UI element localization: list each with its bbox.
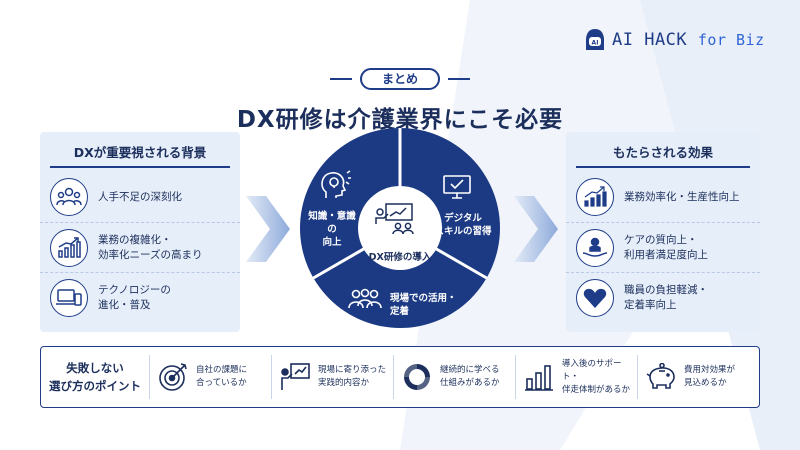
devices-icon [50, 278, 88, 317]
badge-line-right [448, 78, 470, 80]
point-item: 導入後のサポート・ 伴走体制があるか [515, 355, 637, 399]
effects-panel: もたらされる効果 業務効率化・生産性向上 ケアの質向上・ 利用者満足度向上 [566, 132, 760, 332]
logo-text: AI HACK for Biz [612, 30, 765, 50]
dx-cycle-wheel: 知識・意識の 向上 デジタル スキルの習得 現場での活用・ 定着 DX研修の導入 [300, 128, 500, 328]
item-label: 業務効率化・生産性向上 [624, 190, 740, 203]
target-icon [156, 360, 190, 394]
summary-badge: まとめ [360, 68, 440, 90]
point-item: 自社の課題に 合っているか [149, 355, 271, 399]
cycle-icon [400, 360, 434, 394]
piggy-bank-icon [644, 360, 678, 394]
team-icon [348, 288, 382, 309]
list-item: 業務の複雑化・ 効率化ニーズの高まり [40, 222, 240, 272]
list-item: 職員の負担軽減・ 定着率向上 [566, 272, 760, 322]
segment-practice-label: 現場での活用・ 定着 [390, 293, 457, 317]
point-item: 現場に寄り添った 実践的内容か [271, 355, 393, 399]
item-label: 職員の負担軽減・ 定着率向上 [624, 283, 708, 311]
point-item: 費用対効果が 見込めるか [637, 355, 759, 399]
segment-skill-label: デジタル スキルの習得 [434, 213, 492, 237]
arrow-right-icon [514, 196, 558, 262]
heart-icon [576, 278, 614, 317]
selection-points-bar: 失敗しない 選び方のポイント 自社の課題に 合っているか 現場に寄り添った 実践… [40, 346, 760, 408]
monitor-check-icon [443, 175, 471, 199]
item-label: 人手不足の深刻化 [98, 190, 182, 203]
point-item: 継続的に学べる 仕組みがあるか [393, 355, 515, 399]
panel-title: もたらされる効果 [576, 140, 750, 168]
people-icon [50, 178, 88, 216]
badge-line-left [330, 78, 352, 80]
points-title: 失敗しない 選び方のポイント [49, 361, 141, 393]
care-hand-icon [576, 228, 614, 267]
panel-title: DXが重要視される背景 [50, 140, 230, 168]
robot-hood-icon: AI [586, 29, 604, 50]
point-label: 現場に寄り添った 実践的内容か [318, 365, 387, 388]
point-label: 費用対効果が 見込めるか [684, 365, 736, 388]
item-label: 業務の複雑化・ 効率化ニーズの高まり [98, 233, 203, 261]
point-label: 自社の課題に 合っているか [196, 365, 248, 388]
growth-chart-icon [576, 178, 614, 216]
point-label: 導入後のサポート・ 伴走体制があるか [562, 358, 631, 395]
list-item: テクノロジーの 進化・普及 [40, 272, 240, 322]
growth-chart-icon [50, 228, 88, 267]
point-label: 継続的に学べる 仕組みがあるか [440, 365, 500, 388]
head-bulb-icon [321, 170, 351, 198]
item-label: テクノロジーの 進化・普及 [98, 283, 171, 311]
logo: AI AI HACK for Biz [584, 28, 765, 52]
list-item: 業務効率化・生産性向上 [566, 172, 760, 222]
list-item: 人手不足の深刻化 [40, 172, 240, 222]
item-label: ケアの質向上・ 利用者満足度向上 [624, 233, 708, 261]
segment-knowledge-label: 知識・意識の 向上 [308, 211, 356, 248]
arrow-right-icon [246, 196, 290, 262]
presenter-icon [278, 360, 312, 394]
background-panel: DXが重要視される背景 人手不足の深刻化 業務の複雑化・ 効率化ニーズの高まり [40, 132, 240, 332]
svg-text:AI: AI [592, 40, 599, 47]
center-label: DX研修の導入 [368, 252, 432, 263]
bar-chart-icon [522, 360, 556, 394]
logo-suffix: for Biz [697, 31, 765, 49]
list-item: ケアの質向上・ 利用者満足度向上 [566, 222, 760, 272]
